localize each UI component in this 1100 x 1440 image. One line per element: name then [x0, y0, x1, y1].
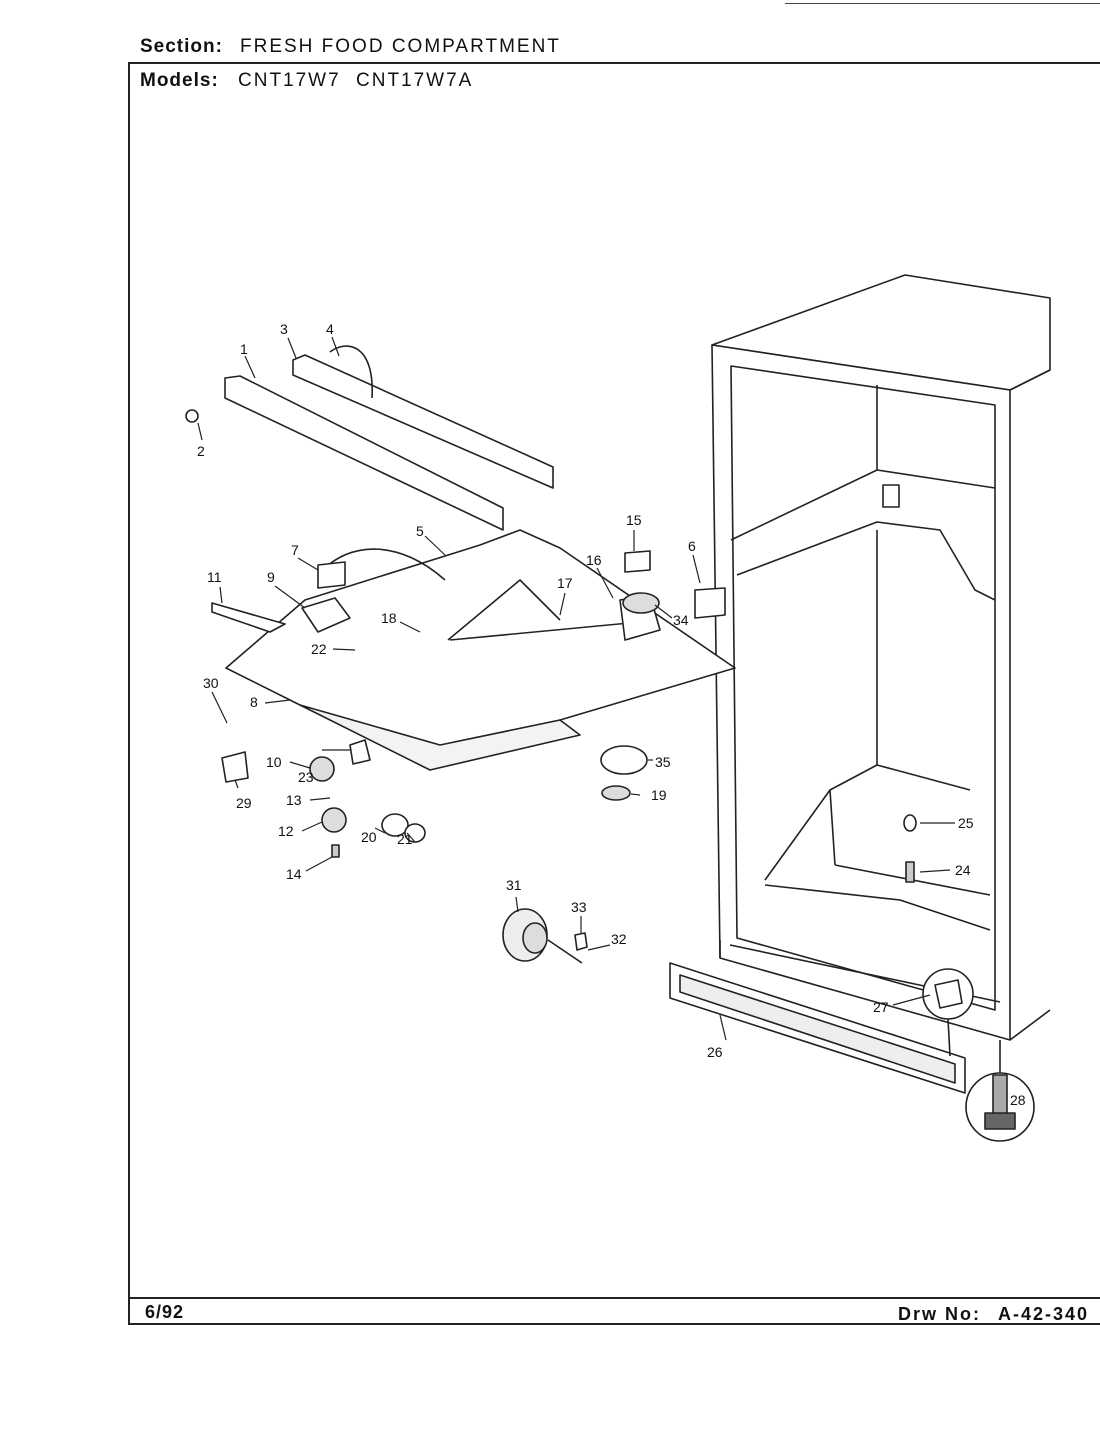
- drawing-number-label: Drw No:: [898, 1304, 981, 1324]
- callout-24: 24: [955, 862, 971, 878]
- callout-14: 14: [286, 866, 302, 882]
- callout-1: 1: [240, 341, 248, 357]
- section-label: Section:: [140, 36, 223, 57]
- callout-3: 3: [280, 321, 288, 337]
- section-title: FRESH FOOD COMPARTMENT: [240, 36, 561, 57]
- screw-14: [331, 844, 340, 858]
- callout-23: 23: [298, 769, 314, 785]
- axle-32: [547, 939, 583, 964]
- callout-11: 11: [207, 569, 222, 585]
- control-housing: [211, 529, 736, 771]
- model-number-2: CNT17W7A: [356, 70, 474, 91]
- callout-17: 17: [557, 575, 573, 591]
- callout-16: 16: [586, 552, 602, 568]
- refrigerator-cabinet: [711, 274, 1051, 1041]
- screw-24: [905, 861, 915, 883]
- callout-7: 7: [291, 542, 299, 558]
- callout-31: 31: [506, 877, 522, 893]
- callout-12: 12: [278, 823, 294, 839]
- callout-30: 30: [203, 675, 219, 691]
- callout-8: 8: [250, 694, 258, 710]
- models-label: Models:: [140, 70, 219, 91]
- callout-5: 5: [416, 523, 424, 539]
- roller-31: [502, 908, 548, 962]
- part-23: [349, 739, 371, 765]
- screw-2: [185, 409, 199, 423]
- callout-27: 27: [873, 999, 889, 1015]
- callout-10: 10: [266, 754, 282, 770]
- part-25: [903, 814, 917, 832]
- callout-34: 34: [673, 612, 689, 628]
- toe-grille: [669, 962, 966, 1094]
- callout-29: 29: [236, 795, 252, 811]
- callout-2: 2: [197, 443, 205, 459]
- drawing-number: A-42-340: [998, 1304, 1090, 1324]
- socket-12: [321, 807, 347, 833]
- lamp-holder-20: [381, 813, 409, 837]
- clip-33: [574, 932, 588, 951]
- callout-15: 15: [626, 512, 642, 528]
- revision-date: 6/92: [145, 1302, 185, 1322]
- callout-19: 19: [651, 787, 667, 803]
- callout-9: 9: [267, 569, 275, 585]
- socket-10: [309, 756, 335, 782]
- drawing-frame: [128, 62, 1100, 1325]
- callout-32: 32: [611, 931, 627, 947]
- callout-25: 25: [958, 815, 974, 831]
- ring-19: [601, 785, 631, 801]
- cap-35: [600, 745, 648, 775]
- callout-35: 35: [655, 754, 671, 770]
- callout-18: 18: [381, 610, 397, 626]
- callout-4: 4: [326, 321, 334, 337]
- top-rule: [785, 3, 1100, 4]
- callout-26: 26: [707, 1044, 723, 1060]
- callout-22: 22: [311, 641, 327, 657]
- callout-20: 20: [361, 829, 377, 845]
- callout-13: 13: [286, 792, 302, 808]
- callout-labels: 1 2 3 4 5 6 7 8 9 10 11 12 13 14 15 16 1…: [197, 321, 1026, 1108]
- mullion-strips: [224, 345, 554, 531]
- callout-28: 28: [1010, 1092, 1026, 1108]
- footer-rule: [128, 1297, 1100, 1299]
- clip-29: [221, 751, 249, 783]
- callout-33: 33: [571, 899, 587, 915]
- callout-21: 21: [397, 831, 413, 847]
- model-number-1: CNT17W7: [238, 70, 341, 91]
- callout-6: 6: [688, 538, 696, 554]
